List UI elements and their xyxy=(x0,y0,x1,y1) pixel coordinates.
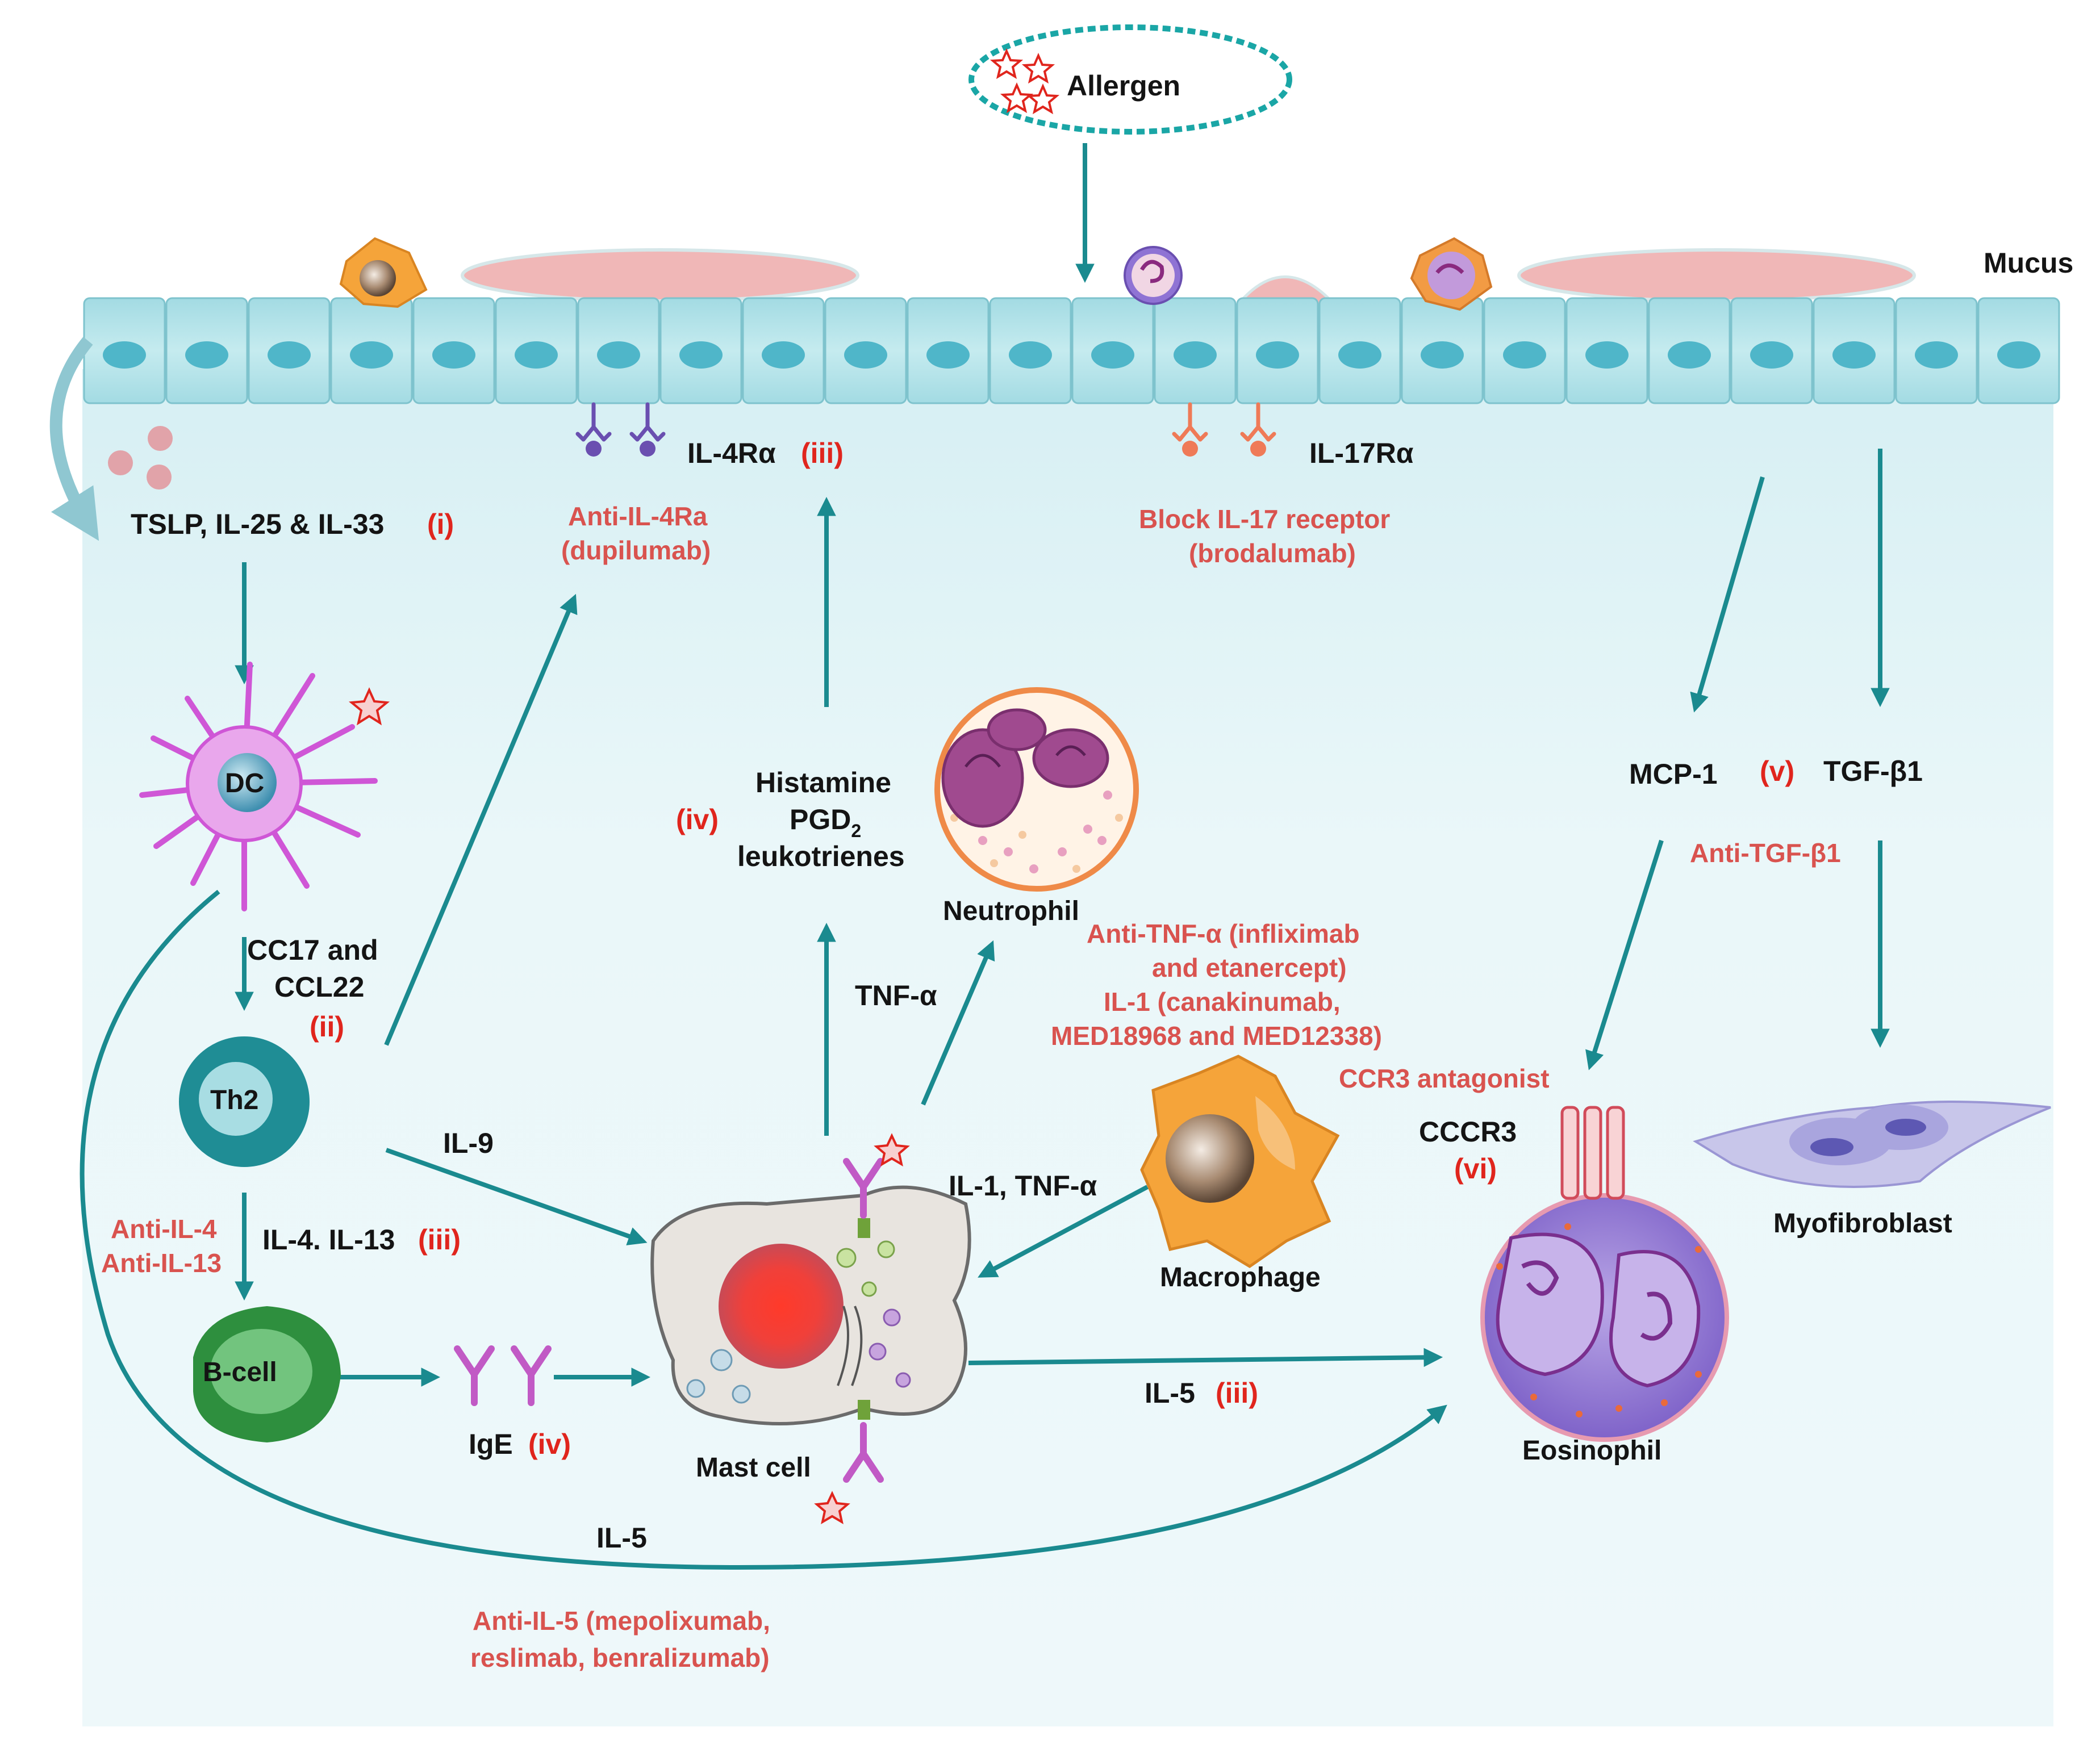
allergen-star-icons xyxy=(990,48,1060,115)
ccr3-roman: (vi) xyxy=(1454,1153,1497,1185)
anti-il4-label: Anti-IL-4 xyxy=(111,1214,217,1244)
mucus-label: Mucus xyxy=(1984,247,2073,279)
b-cell: B-cell xyxy=(193,1306,341,1442)
dendritic-cell: DC xyxy=(139,662,390,911)
mast-cell: Mast cell xyxy=(650,1133,971,1525)
il5-mast-roman: (iii) xyxy=(1216,1377,1258,1409)
mast-allergen-star-icon-bottom xyxy=(814,1491,850,1525)
mediators-roman: (iv) xyxy=(676,804,719,835)
bcell-label: B-cell xyxy=(203,1357,277,1387)
eosinophil-label: Eosinophil xyxy=(1522,1436,1661,1466)
block-il17-line2: (brodalumab) xyxy=(1189,538,1356,568)
mcp-roman: (v) xyxy=(1760,755,1794,787)
ccr3-label: CCCR3 xyxy=(1419,1116,1517,1148)
macrophage: Macrophage xyxy=(1140,1055,1340,1293)
anti-tgf-label: Anti-TGF-β1 xyxy=(1690,838,1841,868)
il5-dc-label: IL-5 xyxy=(596,1522,647,1554)
dc-allergen-star-icon xyxy=(348,687,390,726)
mediators-line3: leukotrienes xyxy=(737,840,905,872)
il9-label: IL-9 xyxy=(443,1127,494,1159)
tgfb1-label: TGF-β1 xyxy=(1823,755,1923,787)
th2-label: Th2 xyxy=(210,1085,258,1115)
tslp-label: TSLP, IL-25 & IL-33 xyxy=(131,508,384,540)
anti-il13-label: Anti-IL-13 xyxy=(101,1248,222,1278)
anti-il5-line2: reslimab, benralizumab) xyxy=(470,1643,770,1672)
pathway-arrows xyxy=(80,143,1890,1570)
anti-tnf-line2: and etanercept) xyxy=(1152,953,1347,982)
il4-il13-label: IL-4. IL-13 xyxy=(262,1224,395,1256)
il1-tnfa-label: IL-1, TNF-α xyxy=(949,1170,1097,1202)
tissue-background xyxy=(82,369,2053,1726)
cc17-line2: CCL22 xyxy=(274,971,364,1003)
epithelium xyxy=(83,297,2060,404)
myofibroblast-label: Myofibroblast xyxy=(1773,1208,1952,1239)
neutrophil-label: Neutrophil xyxy=(943,896,1079,926)
mcp1-label: MCP-1 xyxy=(1629,758,1718,790)
ige-label: IgE xyxy=(469,1428,513,1460)
mast-cell-label: Mast cell xyxy=(696,1453,811,1483)
eosinophil: Eosinophil xyxy=(1480,1106,1729,1466)
il4ra-label: IL-4Rα xyxy=(687,437,776,469)
allergen-bubble: Allergen xyxy=(968,24,1292,135)
anti-il4ra-line2: (dupilumab) xyxy=(561,536,711,565)
myofibroblast: Myofibroblast xyxy=(1693,1101,2051,1239)
cc17-line1: CC17 and xyxy=(247,934,378,966)
mast-allergen-star-icon-top xyxy=(874,1133,910,1167)
block-il17-line1: Block IL-17 receptor xyxy=(1139,504,1390,534)
il4-il13-roman: (iii) xyxy=(418,1224,461,1256)
anti-tnf-line1: Anti-TNF-α (infliximab xyxy=(1087,919,1360,948)
neutrophil: Neutrophil xyxy=(934,687,1139,926)
anti-il5-line1: Anti-IL-5 (mepolixumab, xyxy=(473,1606,770,1636)
dc-label: DC xyxy=(225,768,264,798)
mediators-line1: Histamine xyxy=(755,767,891,798)
anti-tnf-line4: MED18968 and MED12338) xyxy=(1051,1021,1382,1051)
il5-mast-label: IL-5 xyxy=(1145,1377,1195,1409)
il17ra-label: IL-17Rα xyxy=(1309,437,1414,469)
anti-il4ra-line1: Anti-IL-4Ra xyxy=(568,501,708,531)
th2-cell: Th2 xyxy=(179,1036,310,1167)
macrophage-label: Macrophage xyxy=(1160,1262,1321,1293)
ccr3-receptor xyxy=(1560,1106,1625,1200)
epithelium-release-arrow xyxy=(49,337,99,541)
apical-eosinophil xyxy=(1410,237,1493,311)
apical-neutrophil xyxy=(1124,246,1183,305)
ige-roman: (iv) xyxy=(528,1428,571,1460)
apical-macrophage xyxy=(339,237,428,308)
anti-tnf-line3: IL-1 (canakinumab, xyxy=(1104,987,1341,1017)
mediators-line2: PGD2 xyxy=(790,804,861,841)
tslp-roman: (i) xyxy=(427,508,454,540)
cytokine-dots xyxy=(108,426,173,490)
cc17-roman: (ii) xyxy=(310,1011,344,1043)
allergen-label: Allergen xyxy=(1067,70,1180,102)
ccr3-antagonist: CCR3 antagonist xyxy=(1339,1064,1550,1093)
il4ra-roman: (iii) xyxy=(801,437,844,469)
tnfa-label: TNF-α xyxy=(855,980,937,1011)
